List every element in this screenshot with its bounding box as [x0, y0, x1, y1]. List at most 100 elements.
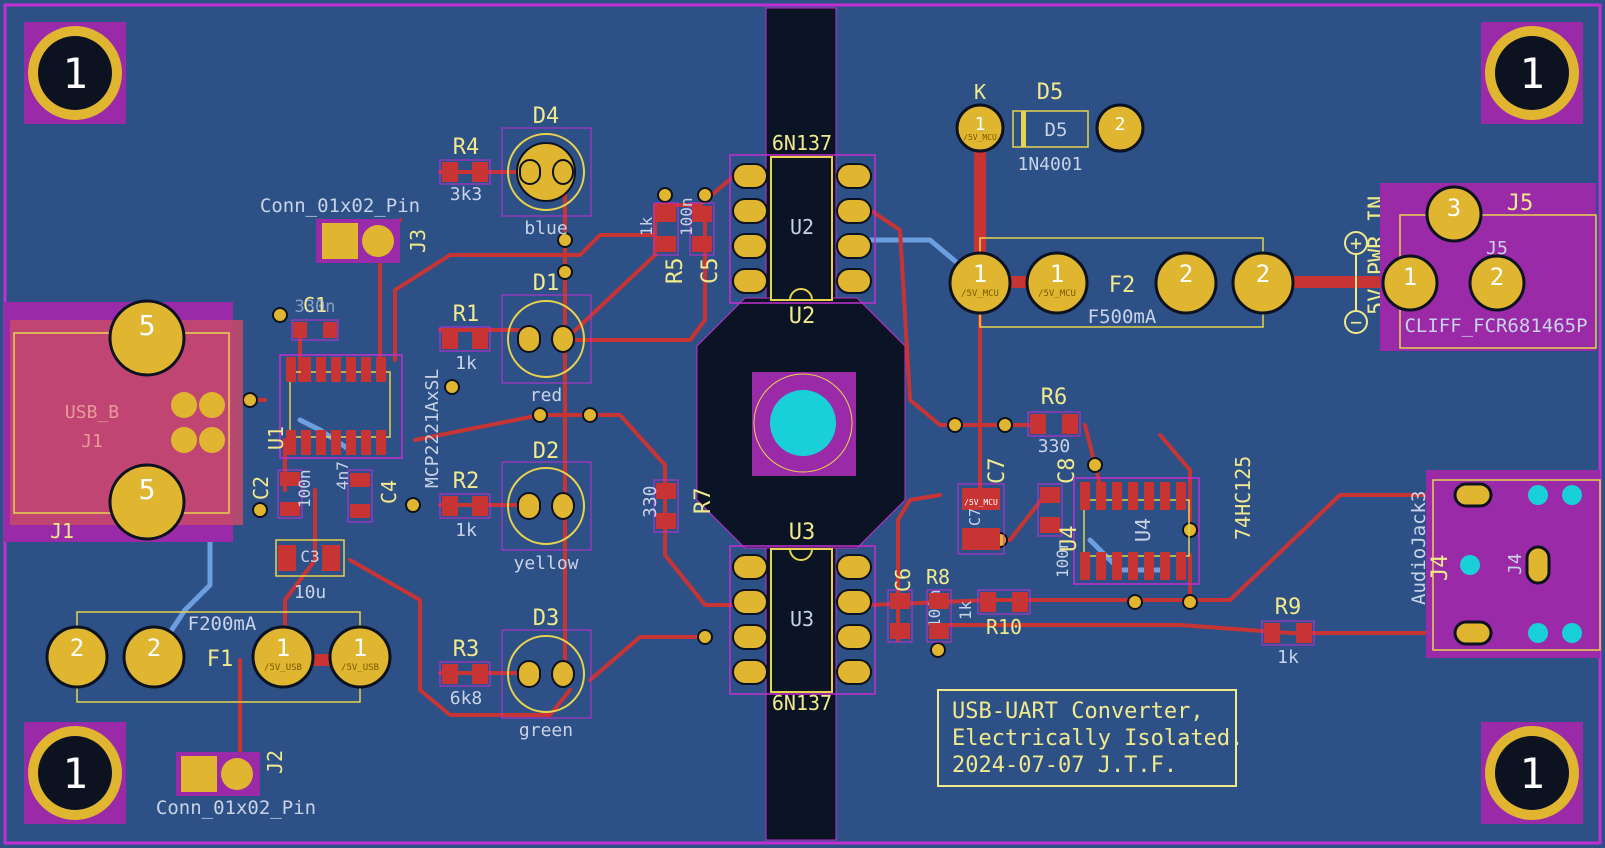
r2-ref: R2 — [453, 469, 480, 494]
u2-ref-fab: U2 — [790, 215, 814, 239]
r8-value: 1k — [956, 600, 975, 620]
capacitor-C7[interactable]: /5V_MCU C7 C7 — [957, 458, 1010, 555]
c2-value: 100n — [295, 469, 314, 508]
optocoupler-U3[interactable]: U3 U3 6N137 — [729, 520, 876, 715]
title-line-2: Electrically Isolated. — [952, 726, 1243, 751]
u4-ref: U4 — [1057, 526, 1082, 553]
resistor-R4[interactable]: R4 3k3 — [439, 135, 491, 205]
title-line-3: 2024-07-07 J.T.F. — [952, 753, 1177, 778]
r10-ref: R10 — [986, 615, 1022, 639]
resistor-R7[interactable]: R7 330 — [640, 479, 716, 533]
title-block: USB-UART Converter, Electrically Isolate… — [937, 689, 1243, 787]
d5-ref-fab: D5 — [1045, 119, 1068, 141]
capacitor-C2[interactable]: C2 100n — [249, 469, 314, 519]
f1-net-label: /5V_USB — [264, 663, 302, 673]
plus-symbol: + — [1350, 231, 1362, 255]
resistor-R3[interactable]: R3 6k8 — [439, 637, 491, 709]
r7-value: 330 — [640, 485, 661, 518]
mounting-hole-label: 1 — [1519, 749, 1544, 798]
c1-value: 330n — [295, 297, 336, 317]
j1-shield-pad-label: 5 — [139, 473, 156, 506]
resistor-R6[interactable]: R6 330 — [1027, 385, 1081, 457]
f2-ref: F2 — [1109, 273, 1136, 298]
d5-pad-label: 2 — [1115, 114, 1126, 135]
d2-ref: D2 — [533, 439, 560, 464]
led-D2[interactable]: D2 yellow — [501, 439, 592, 574]
resistor-R1[interactable]: R1 1k — [439, 302, 491, 374]
f2-pad-label: 2 — [1256, 260, 1270, 288]
r5-value: 1k — [637, 216, 656, 236]
r6-value: 330 — [1038, 436, 1071, 457]
connector-J2[interactable]: J2 Conn_01x02_Pin — [156, 750, 316, 819]
mounting-hole-label: 1 — [62, 749, 87, 798]
resistor-R9[interactable]: R9 1k — [1261, 595, 1315, 668]
f1-pad-label: 2 — [70, 634, 84, 662]
ic-U1[interactable]: U1 MCP2221AxSL — [264, 354, 443, 488]
f1-pad-label: 2 — [147, 634, 161, 662]
f1-net-label: /5V_USB — [341, 663, 379, 673]
capacitor-C4[interactable]: C4 4n7 — [333, 461, 401, 523]
connector-J3[interactable]: J3 Conn_01x02_Pin — [260, 195, 430, 263]
capacitor-C1[interactable]: C1 330n — [291, 293, 339, 341]
f2-pad-label: 1 — [1050, 260, 1064, 288]
c5-ref: C5 — [698, 258, 723, 285]
j4-ref: J4 — [1428, 555, 1453, 582]
fuse-F2[interactable]: 1 1 2 2 /5V_MCU /5V_MCU F2 F500mA — [948, 237, 1295, 328]
f2-net-label: /5V_MCU — [1038, 289, 1076, 299]
d5-value: 1N4001 — [1017, 154, 1082, 175]
u3-ref-fab: U3 — [790, 607, 814, 631]
d3-value: green — [519, 720, 573, 741]
d4-value: blue — [524, 218, 567, 239]
r2-value: 1k — [455, 520, 477, 541]
j2-value: Conn_01x02_Pin — [156, 797, 316, 819]
j1-shield-pad-label: 5 — [139, 309, 156, 342]
j4-value: AudioJack3 — [1408, 491, 1430, 605]
led-D1[interactable]: D1 red — [501, 271, 592, 406]
c4-value: 4n7 — [333, 461, 352, 490]
resistor-R2[interactable]: R2 1k — [439, 469, 491, 541]
u2-value: 6N137 — [772, 131, 832, 155]
c7-ref-fab: C7 — [966, 508, 984, 526]
r3-ref: R3 — [453, 637, 480, 662]
capacitor-C3[interactable]: C3 10u C3 — [275, 539, 345, 609]
ic-U4[interactable]: U4 U4 74HC125 — [1057, 456, 1255, 585]
led-D4[interactable]: D4 blue — [501, 104, 592, 239]
optocoupler-U2[interactable]: 6N137 U2 U2 — [729, 131, 876, 329]
mounting-hole-top-right: 1 — [1481, 22, 1583, 124]
c2-ref: C2 — [249, 476, 273, 500]
c6-ref: C6 — [891, 568, 915, 592]
minus-symbol: − — [1350, 310, 1362, 334]
c8-ref: C8 — [1055, 458, 1080, 485]
f2-net-label: /5V_MCU — [961, 289, 999, 299]
j5-ref: J5 — [1507, 191, 1534, 216]
u1-ref: U1 — [264, 426, 288, 450]
connector-J4[interactable]: AudioJack3 J4 J4 — [1408, 470, 1601, 658]
connector-J1[interactable]: 5 5 USB_B J1 J1 — [4, 299, 243, 543]
c5-value: 100n — [677, 197, 696, 236]
r9-ref: R9 — [1275, 595, 1302, 620]
r6-ref: R6 — [1041, 385, 1068, 410]
c7-net-label: /5V_MCU — [964, 498, 998, 507]
resistor-R10[interactable]: R10 — [977, 589, 1031, 639]
j1-ref: J1 — [50, 519, 74, 543]
mounting-hole-label: 1 — [1519, 49, 1544, 98]
resistor-R8[interactable]: R8 1k — [926, 565, 975, 643]
connector-J5[interactable]: 3 1 2 J5 J5 CLIFF_FCR681465P — [1380, 183, 1597, 351]
d1-ref: D1 — [533, 271, 560, 296]
diode-D5[interactable]: 1 2 /5V_MCU D5 K D5 1N4001 — [955, 80, 1145, 175]
fuse-F1[interactable]: 2 2 1 1 /5V_USB /5V_USB F200mA F1 — [45, 611, 392, 703]
c3-value: 10u — [294, 582, 327, 603]
c1-ref: C1 — [303, 293, 327, 317]
resistor-R5[interactable]: R5 1k — [637, 202, 688, 284]
d3-ref: D3 — [533, 606, 560, 631]
r4-value: 3k3 — [450, 184, 483, 205]
capacitor-C8[interactable]: C8 100n — [1037, 458, 1080, 579]
capacitor-C5[interactable]: C5 100n — [677, 197, 723, 284]
j5-pad-label: 2 — [1490, 263, 1504, 291]
f1-value: F200mA — [188, 613, 257, 635]
c4-ref: C4 — [377, 480, 401, 504]
f2-pad-label: 2 — [1179, 260, 1193, 288]
u3-ref: U3 — [789, 520, 816, 545]
led-D3[interactable]: D3 green — [501, 606, 592, 741]
